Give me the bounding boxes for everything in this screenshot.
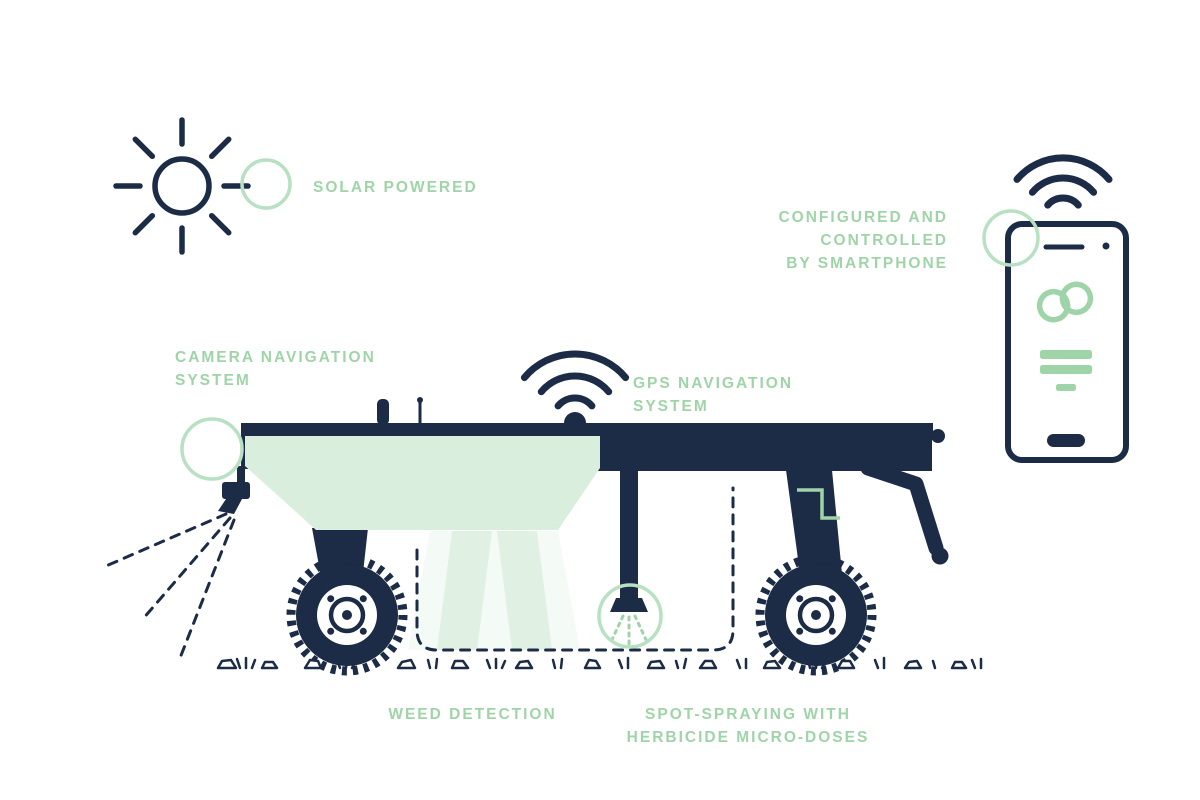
smartphone-control-label-line3: BY SMARTPHONE [786, 255, 948, 272]
antenna-knob [377, 399, 389, 425]
camera-navigation-label-line1: CAMERA NAVIGATION [175, 349, 376, 366]
smartphone-control-label-line2: CONTROLLED [820, 232, 948, 249]
detection-light-beams [408, 531, 580, 650]
antenna-rod [417, 397, 423, 423]
robot-hopper [245, 436, 600, 530]
robot-illustration [104, 350, 949, 676]
phone-menu-lines [1040, 350, 1092, 391]
wifi-icon-gps [520, 350, 630, 410]
gps-navigation-label-line2: SYSTEM [633, 398, 709, 415]
spot-spraying-label-line2: HERBICIDE MICRO-DOSES [626, 729, 870, 746]
rear-hitch [860, 460, 949, 565]
wifi-icon-smartphone [1013, 154, 1113, 209]
spray-callout-circle [597, 583, 663, 649]
solar-powered-label: SOLAR POWERED [313, 179, 478, 196]
solar-callout-circle [240, 158, 292, 210]
sprayer-strut [620, 470, 638, 600]
ground-vegetation [216, 656, 983, 670]
rear-wheel [755, 554, 877, 676]
phone-home-button [1047, 434, 1085, 447]
sprayer-icon [608, 598, 650, 649]
smartphone-control-label: CONFIGURED AND CONTROLLED BY SMARTPHONE [778, 206, 948, 275]
smartphone-icon [1005, 221, 1129, 463]
gps-navigation-label: GPS NAVIGATION SYSTEM [633, 372, 793, 418]
sun-icon [113, 117, 251, 255]
camera-icon [218, 466, 250, 514]
camera-callout-circle [180, 417, 244, 481]
gps-navigation-label-line1: GPS NAVIGATION [633, 375, 794, 392]
front-wheel [286, 554, 408, 676]
spot-spraying-label-line1: SPOT-SPRAYING WITH [645, 706, 851, 723]
weed-detection-label: WEED DETECTION [388, 706, 557, 723]
smartphone-callout-circle [982, 209, 1040, 267]
gps-antenna [564, 412, 586, 423]
camera-navigation-label: CAMERA NAVIGATION SYSTEM [175, 346, 376, 392]
weed-detection-zone [415, 486, 735, 652]
spot-spraying-label: SPOT-SPRAYING WITH HERBICIDE MICRO-DOSES [618, 703, 878, 749]
rear-cable-detail [797, 488, 840, 520]
smartphone-control-label-line1: CONFIGURED AND [778, 209, 948, 226]
camera-navigation-label-line2: SYSTEM [175, 372, 251, 389]
smartphone-logo-icon [1036, 281, 1094, 323]
rear-leg [786, 470, 842, 574]
camera-view-lines [104, 512, 236, 660]
phone-camera-dot [1102, 242, 1110, 250]
